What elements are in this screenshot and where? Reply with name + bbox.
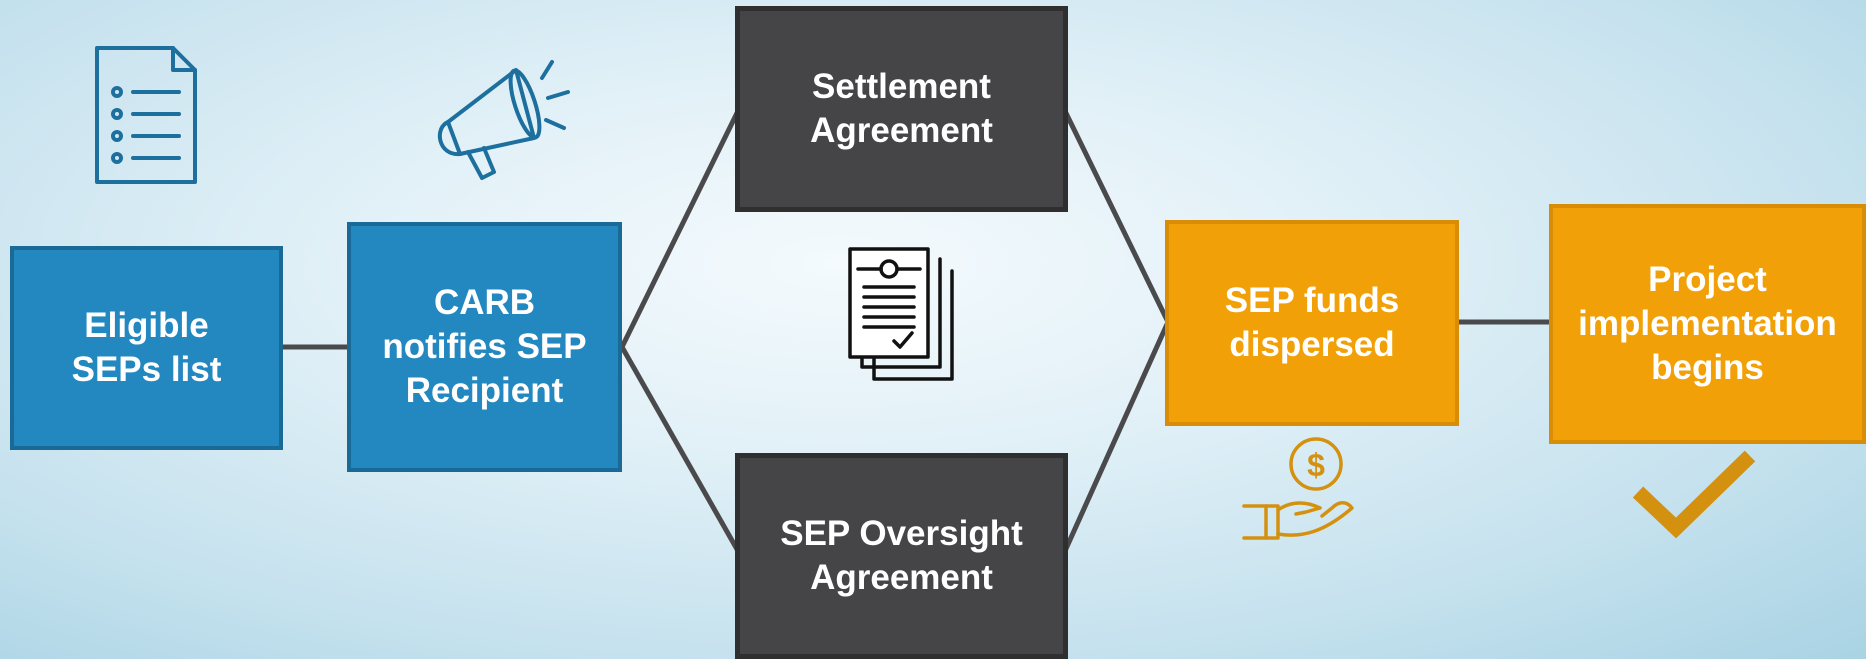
connector-agreements-funds — [1062, 108, 1171, 554]
node-settlement-agreement: Settlement Agreement — [735, 6, 1068, 212]
node-sep-oversight-agreement: SEP Oversight Agreement — [735, 453, 1068, 659]
node-label: CARB notifies SEP Recipient — [382, 283, 587, 410]
node-carb-notifies: CARB notifies SEP Recipient — [347, 222, 622, 472]
node-label: SEP funds dispersed — [1224, 281, 1400, 364]
node-project-implementation: Project implementation begins — [1549, 204, 1866, 444]
node-eligible-seps-list: Eligible SEPs list — [10, 246, 283, 450]
node-label: Eligible SEPs list — [71, 306, 222, 389]
svg-text:$: $ — [1307, 447, 1325, 483]
checklist-icon — [95, 46, 197, 184]
node-label: Project implementation begins — [1578, 260, 1837, 387]
hand-dollar-icon: $ — [1242, 437, 1354, 540]
node-label: SEP Oversight Agreement — [780, 514, 1023, 597]
connector-carb-agreements — [619, 108, 741, 554]
signed-documents-icon — [848, 247, 954, 381]
node-label: Settlement Agreement — [810, 67, 993, 150]
megaphone-icon — [438, 60, 570, 180]
checkmark-icon — [1632, 450, 1756, 539]
node-sep-funds-dispersed: SEP funds dispersed — [1165, 220, 1459, 426]
